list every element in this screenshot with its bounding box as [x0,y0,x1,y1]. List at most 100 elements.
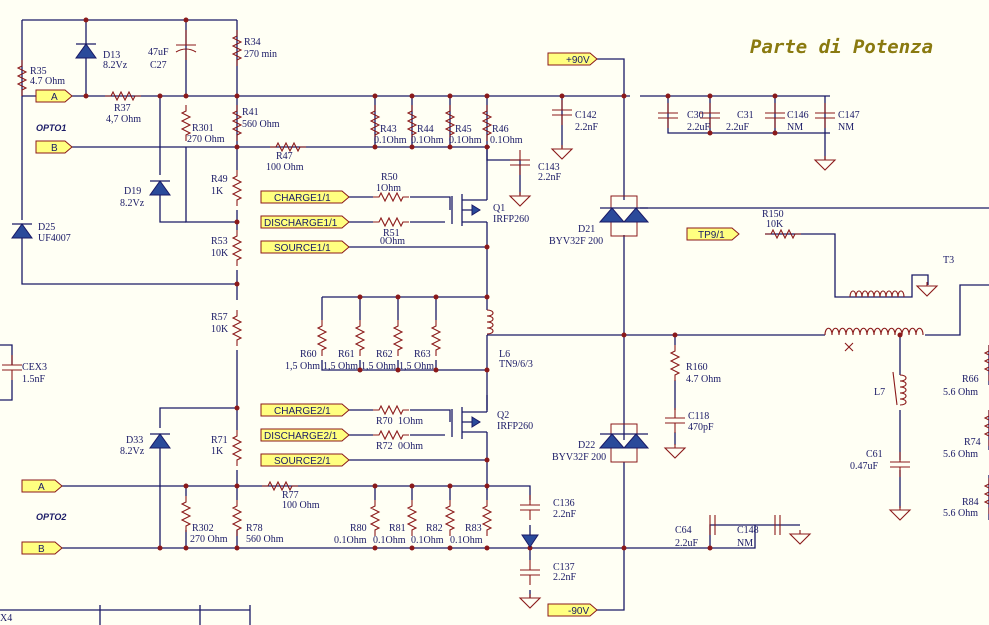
svg-text:R150: R150 [762,209,784,220]
svg-text:D22: D22 [578,440,595,451]
svg-text:B: B [38,544,45,555]
svg-text:0.47uF: 0.47uF [850,461,879,472]
svg-text:2.2nF: 2.2nF [575,122,599,133]
svg-text:CHARGE1/1: CHARGE1/1 [274,193,331,204]
svg-text:C136: C136 [553,498,575,509]
svg-text:2.2nF: 2.2nF [538,172,562,183]
svg-text:R49: R49 [211,174,228,185]
svg-text:R77: R77 [282,490,299,501]
svg-text:1K: 1K [211,186,224,197]
port-b-2: B [21,541,63,555]
svg-text:C148: C148 [737,525,759,536]
svg-text:TP9/1: TP9/1 [698,230,725,241]
svg-text:10K: 10K [211,248,229,259]
svg-text:8.2Vz: 8.2Vz [120,198,145,209]
inductors [486,290,924,406]
svg-text:C147: C147 [838,110,860,121]
port-charge2: CHARGE2/1 [260,403,350,417]
svg-text:R301: R301 [192,123,214,134]
svg-text:1,5 Ohm: 1,5 Ohm [399,361,434,372]
svg-text:C64: C64 [675,525,692,536]
svg-text:0.1Ohm: 0.1Ohm [450,535,483,546]
svg-text:BYV32F 200: BYV32F 200 [549,236,603,247]
svg-text:1K: 1K [211,446,224,457]
port-minus-90v: -90V [547,603,598,617]
svg-text:0Ohm: 0Ohm [380,236,405,247]
svg-text:D13: D13 [103,50,120,61]
svg-text:L7: L7 [874,387,885,398]
svg-text:R63: R63 [414,349,431,360]
svg-text:DISCHARGE1/1: DISCHARGE1/1 [264,218,338,229]
svg-text:Q1: Q1 [493,203,505,214]
svg-text:R34: R34 [244,37,261,48]
svg-text:R83: R83 [465,523,482,534]
svg-text:5.6 Ohm: 5.6 Ohm [943,449,978,460]
svg-text:2.2nF: 2.2nF [553,509,577,520]
svg-text:270 Ohm: 270 Ohm [187,134,225,145]
port-plus-90v: +90V [547,52,598,66]
svg-text:+90V: +90V [566,55,590,66]
diodes [11,43,650,548]
svg-text:SOURCE1/1: SOURCE1/1 [274,243,331,254]
svg-text:C142: C142 [575,110,597,121]
svg-text:2.2uF: 2.2uF [687,122,711,133]
svg-text:NM: NM [787,122,803,133]
svg-text:D33: D33 [126,435,143,446]
svg-text:R66: R66 [962,374,979,385]
svg-text:C137: C137 [553,562,575,573]
svg-text:OPTO2: OPTO2 [36,512,66,522]
svg-text:-90V: -90V [568,606,589,617]
mosfets [451,194,487,439]
svg-text:NM: NM [838,122,854,133]
svg-text:2.2uF: 2.2uF [675,538,699,549]
svg-text:TN9/6/3: TN9/6/3 [499,359,533,370]
ports: +90V -90V A B A B CHARGE1/1 DISCHARGE1/1… [21,52,740,617]
svg-text:0.1Ohm: 0.1Ohm [490,135,523,146]
svg-text:8.2Vz: 8.2Vz [103,60,128,71]
port-tp9: TP9/1 [686,227,740,241]
svg-text:270 min: 270 min [244,49,277,60]
svg-text:C143: C143 [538,162,560,173]
svg-text:4.7 Ohm: 4.7 Ohm [686,374,721,385]
svg-text:5.6 Ohm: 5.6 Ohm [943,387,978,398]
svg-text:BYV32F 200: BYV32F 200 [552,452,606,463]
svg-text:0.1Ohm: 0.1Ohm [411,135,444,146]
junctions [83,17,903,551]
port-source2: SOURCE2/1 [260,453,350,467]
svg-text:560 Ohm: 560 Ohm [242,119,280,130]
resistors [17,29,989,537]
svg-text:0.1Ohm: 0.1Ohm [373,535,406,546]
svg-text:NM: NM [737,538,753,549]
svg-text:CEX3: CEX3 [22,362,47,373]
svg-text:0.1Ohm: 0.1Ohm [374,135,407,146]
svg-text:0.1Ohm: 0.1Ohm [411,535,444,546]
svg-text:R302: R302 [192,523,214,534]
svg-text:R41: R41 [242,107,259,118]
svg-text:10K: 10K [766,219,784,230]
svg-text:R46: R46 [492,124,509,135]
svg-text:C27: C27 [150,60,167,71]
svg-text:UF4007: UF4007 [38,233,71,244]
svg-text:1.5nF: 1.5nF [22,374,46,385]
svg-text:C61: C61 [866,449,883,460]
svg-text:470pF: 470pF [688,422,714,433]
svg-text:OPTO1: OPTO1 [36,123,66,133]
sheet-title: Parte di Potenza [750,36,933,58]
port-discharge1: DISCHARGE1/1 [260,215,350,229]
port-a-1: A [35,89,73,103]
svg-text:R80: R80 [350,523,367,534]
port-source1: SOURCE1/1 [260,240,350,254]
svg-text:DISCHARGE2/1: DISCHARGE2/1 [264,431,338,442]
svg-text:R51: R51 [383,228,400,239]
svg-text:0.1Ohm: 0.1Ohm [334,535,367,546]
svg-text:1,5 Ohm: 1,5 Ohm [361,361,396,372]
svg-text:L6: L6 [499,349,510,360]
svg-text:B: B [51,143,58,154]
svg-text:4,7 Ohm: 4,7 Ohm [106,114,141,125]
svg-text:X4: X4 [0,613,12,624]
svg-text:1Ohm: 1Ohm [398,416,423,427]
svg-text:C30: C30 [687,110,704,121]
svg-text:1,5 Ohm: 1,5 Ohm [323,361,358,372]
svg-text:2.2uF: 2.2uF [726,122,750,133]
